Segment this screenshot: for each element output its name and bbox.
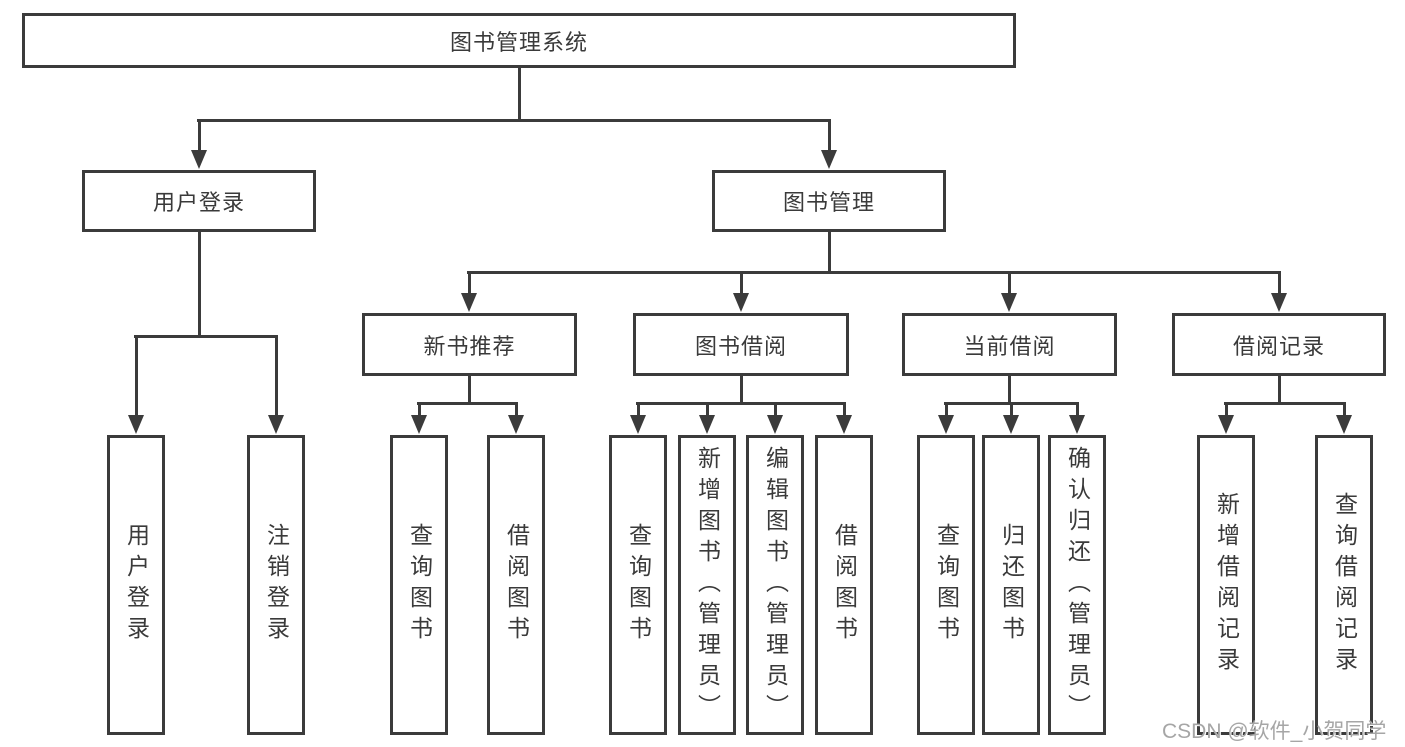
connector-vline bbox=[1075, 402, 1079, 416]
connector-vline bbox=[1007, 376, 1011, 405]
connector-vline bbox=[1277, 376, 1281, 405]
node-confirm-return-admin: 确认归还（管理员） bbox=[1048, 435, 1106, 735]
connector-vline bbox=[636, 402, 640, 416]
arrowhead-down-icon bbox=[630, 415, 646, 434]
connector-vline bbox=[827, 119, 831, 150]
connector-hline bbox=[134, 335, 278, 338]
node-borrow-records-label: 借阅记录 bbox=[1232, 333, 1325, 359]
connector-vline bbox=[274, 335, 278, 415]
node-query-borrow-record: 查询借阅记录 bbox=[1315, 435, 1373, 735]
node-borrow-books-recommend-label: 借阅图书 bbox=[503, 523, 530, 647]
connector-vline bbox=[467, 376, 471, 405]
node-edit-books-admin: 编辑图书（管理员） bbox=[746, 435, 804, 735]
node-user-login-action: 用户登录 bbox=[107, 435, 165, 735]
node-book-borrow-label: 图书借阅 bbox=[694, 333, 787, 359]
node-add-books-admin-label: 新增图书（管理员） bbox=[694, 445, 721, 725]
connector-hline bbox=[636, 402, 846, 405]
connector-vline bbox=[773, 402, 777, 416]
node-user-login-label: 用户登录 bbox=[152, 190, 245, 215]
connector-vline bbox=[517, 68, 521, 121]
connector-vline bbox=[197, 232, 201, 338]
node-current-borrow-label: 当前借阅 bbox=[963, 333, 1056, 359]
arrowhead-down-icon bbox=[836, 415, 852, 434]
connector-vline bbox=[197, 119, 201, 150]
node-logout-action-label: 注销登录 bbox=[263, 523, 290, 647]
node-return-books: 归还图书 bbox=[982, 435, 1040, 735]
arrowhead-down-icon bbox=[1271, 293, 1287, 312]
arrowhead-down-icon bbox=[461, 293, 477, 312]
connector-vline bbox=[827, 232, 831, 274]
connector-hline bbox=[1224, 402, 1346, 405]
connector-hline bbox=[467, 271, 1281, 274]
connector-vline bbox=[134, 335, 138, 415]
connector-hline bbox=[944, 402, 1079, 405]
node-return-books-label: 归还图书 bbox=[998, 523, 1025, 647]
connector-vline bbox=[842, 402, 846, 416]
node-add-books-admin: 新增图书（管理员） bbox=[678, 435, 736, 735]
node-library-system-label: 图书管理系统 bbox=[449, 29, 588, 55]
connector-vline bbox=[705, 402, 709, 416]
arrowhead-down-icon bbox=[733, 293, 749, 312]
node-user-login: 用户登录 bbox=[82, 170, 316, 232]
connector-vline bbox=[1007, 271, 1011, 294]
connector-vline bbox=[944, 402, 948, 416]
node-book-management-label: 图书管理 bbox=[782, 190, 875, 215]
arrowhead-down-icon bbox=[1336, 415, 1352, 434]
node-logout-action: 注销登录 bbox=[247, 435, 305, 735]
node-add-borrow-record: 新增借阅记录 bbox=[1197, 435, 1255, 735]
connector-vline bbox=[1342, 402, 1346, 416]
connector-vline bbox=[514, 402, 518, 416]
node-add-borrow-record-label: 新增借阅记录 bbox=[1213, 492, 1240, 678]
arrowhead-down-icon bbox=[821, 150, 837, 169]
watermark: CSDN @软件_小贺同学 bbox=[1162, 720, 1387, 743]
node-borrow-books-borrow: 借阅图书 bbox=[815, 435, 873, 735]
connector-hline bbox=[197, 119, 831, 122]
arrowhead-down-icon bbox=[128, 415, 144, 434]
arrowhead-down-icon bbox=[767, 415, 783, 434]
connector-vline bbox=[739, 376, 743, 405]
node-query-borrow-record-label: 查询借阅记录 bbox=[1331, 492, 1358, 678]
node-borrow-books-borrow-label: 借阅图书 bbox=[831, 523, 858, 647]
node-query-books-current: 查询图书 bbox=[917, 435, 975, 735]
connector-hline bbox=[417, 402, 518, 405]
connector-vline bbox=[739, 271, 743, 294]
node-book-management: 图书管理 bbox=[712, 170, 946, 232]
arrowhead-down-icon bbox=[1218, 415, 1234, 434]
node-query-books-current-label: 查询图书 bbox=[933, 523, 960, 647]
node-query-books-recommend: 查询图书 bbox=[390, 435, 448, 735]
node-user-login-action-label: 用户登录 bbox=[123, 523, 150, 647]
node-edit-books-admin-label: 编辑图书（管理员） bbox=[762, 445, 789, 725]
node-new-book-recommend: 新书推荐 bbox=[362, 313, 577, 376]
arrowhead-down-icon bbox=[191, 150, 207, 169]
node-library-system: 图书管理系统 bbox=[22, 13, 1016, 68]
node-borrow-records: 借阅记录 bbox=[1172, 313, 1386, 376]
arrowhead-down-icon bbox=[1003, 415, 1019, 434]
arrowhead-down-icon bbox=[699, 415, 715, 434]
node-book-borrow: 图书借阅 bbox=[633, 313, 849, 376]
arrowhead-down-icon bbox=[268, 415, 284, 434]
connector-vline bbox=[1009, 402, 1013, 416]
node-current-borrow: 当前借阅 bbox=[902, 313, 1117, 376]
node-borrow-books-recommend: 借阅图书 bbox=[487, 435, 545, 735]
node-new-book-recommend-label: 新书推荐 bbox=[423, 333, 516, 359]
arrowhead-down-icon bbox=[508, 415, 524, 434]
node-confirm-return-admin-label: 确认归还（管理员） bbox=[1064, 445, 1091, 725]
connector-vline bbox=[1277, 271, 1281, 294]
connector-vline bbox=[1224, 402, 1228, 416]
arrowhead-down-icon bbox=[1069, 415, 1085, 434]
arrowhead-down-icon bbox=[938, 415, 954, 434]
node-query-books-borrow-label: 查询图书 bbox=[625, 523, 652, 647]
arrowhead-down-icon bbox=[1001, 293, 1017, 312]
connector-vline bbox=[417, 402, 421, 416]
node-query-books-borrow: 查询图书 bbox=[609, 435, 667, 735]
connector-vline bbox=[467, 271, 471, 294]
arrowhead-down-icon bbox=[411, 415, 427, 434]
node-query-books-recommend-label: 查询图书 bbox=[406, 523, 433, 647]
